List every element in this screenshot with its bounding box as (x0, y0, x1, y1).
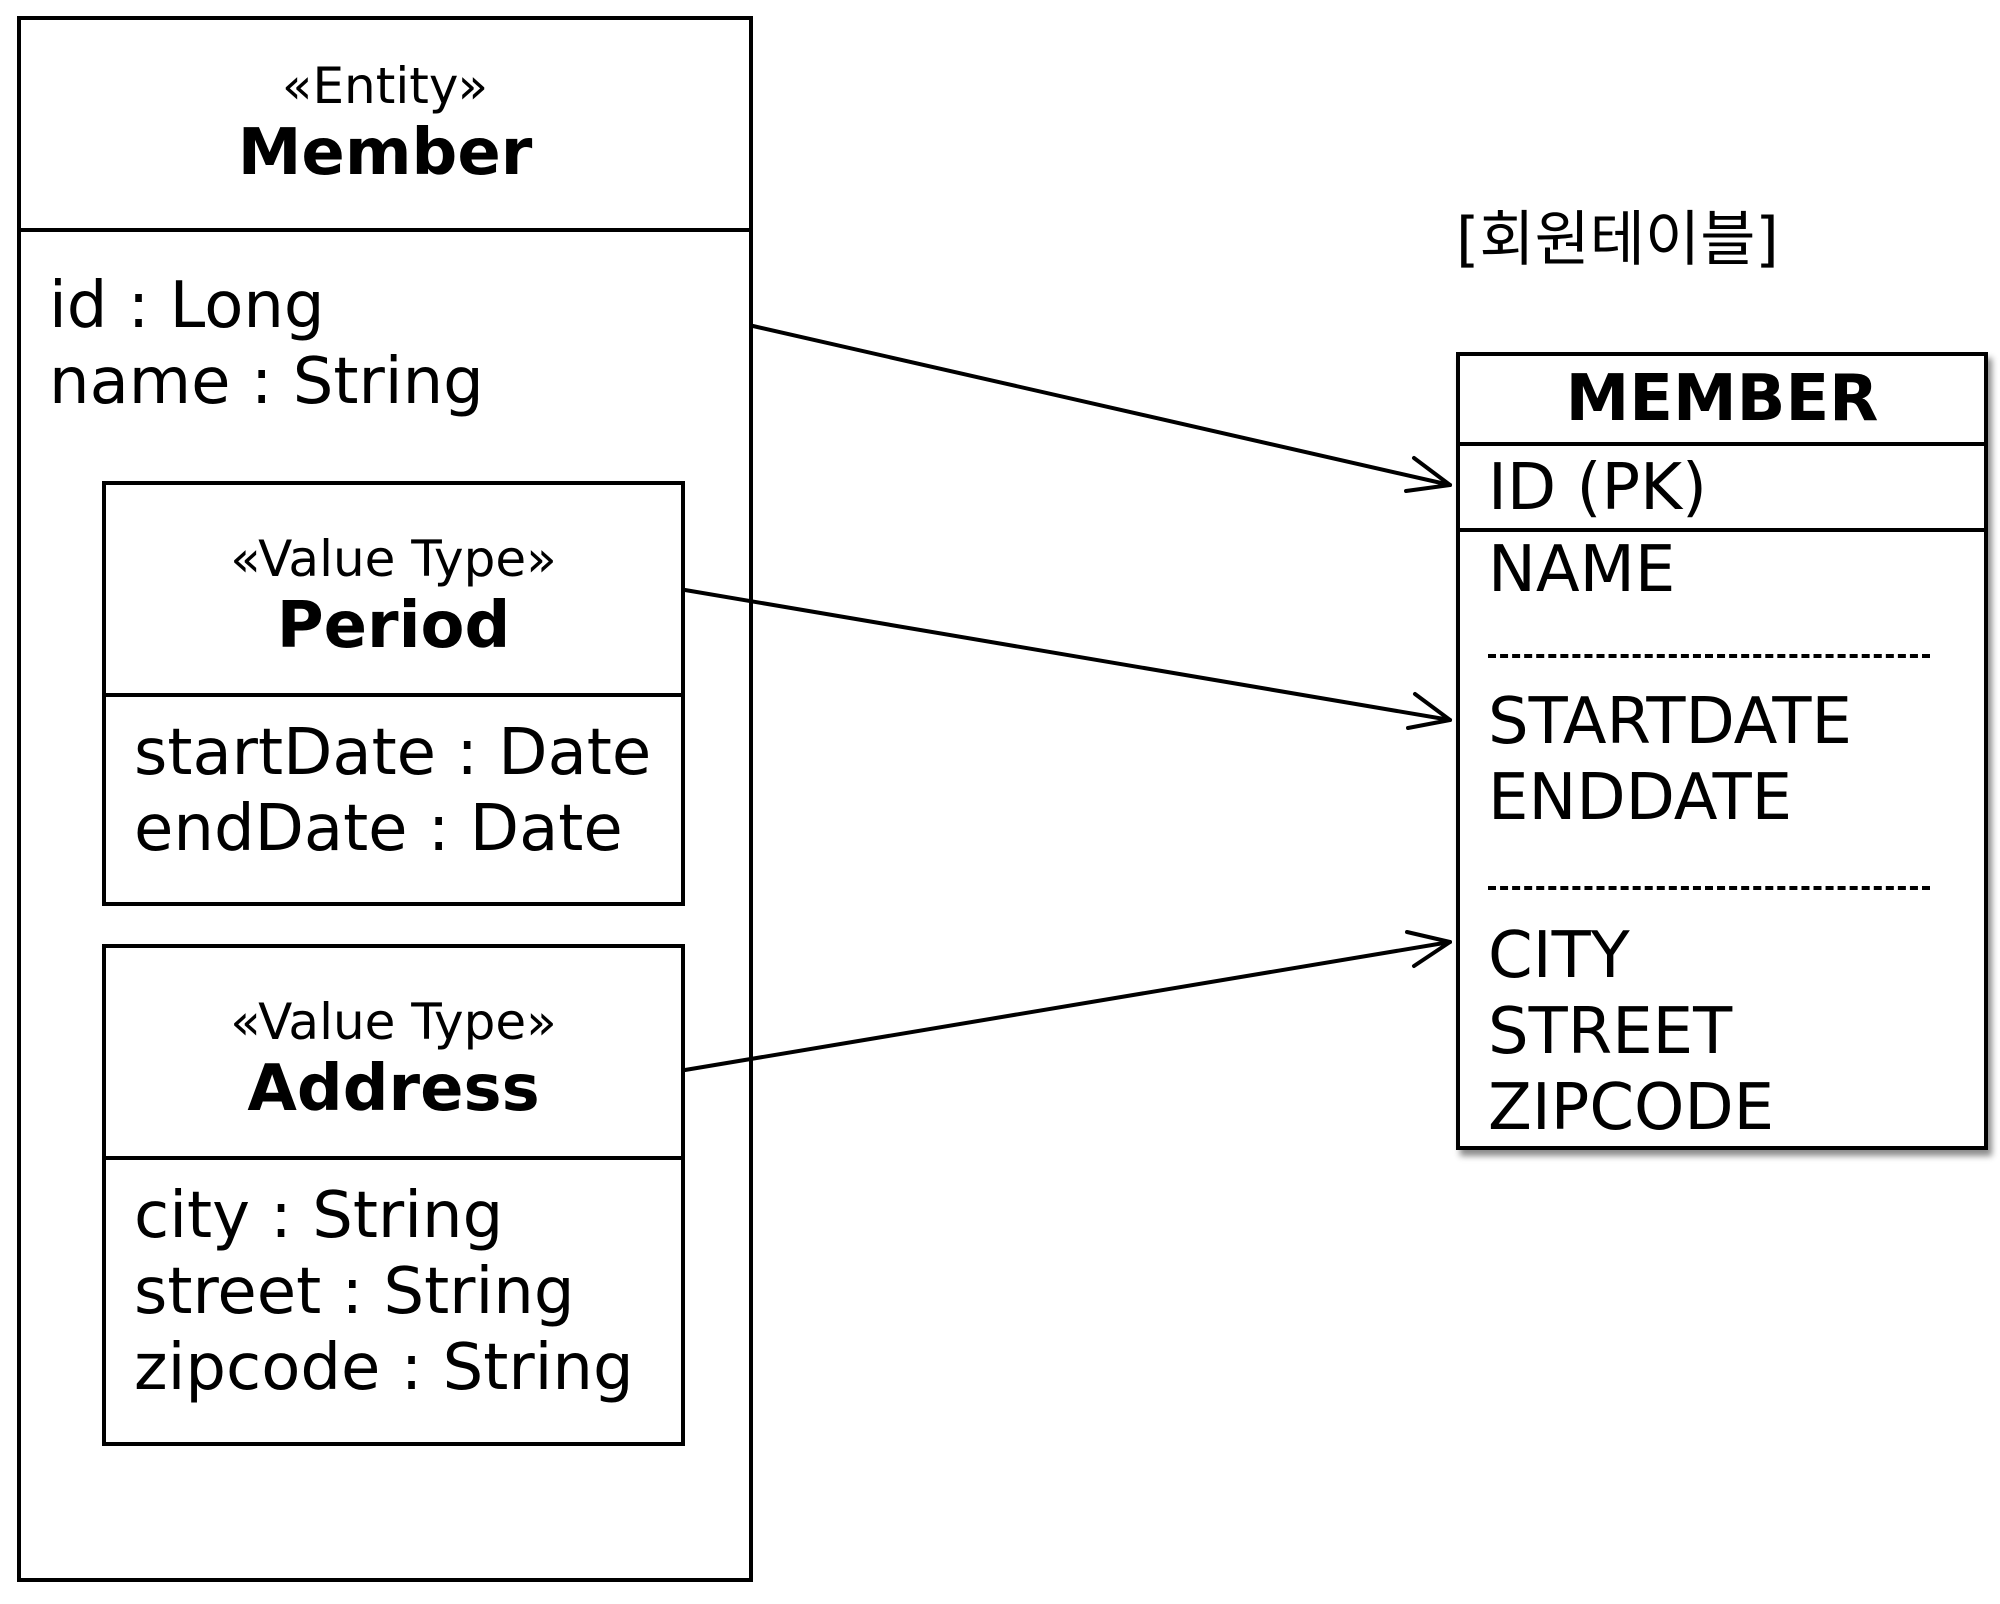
entity-attribute-id: id : Long (49, 269, 325, 343)
table-column-city: CITY (1488, 919, 1630, 993)
address-attributes: city : String street : String zipcode : … (106, 1178, 681, 1406)
value-type-period-box: «Value Type» Period startDate : Date end… (102, 481, 685, 906)
table-name: MEMBER (1460, 356, 1984, 446)
address-attribute-city: city : String (134, 1179, 504, 1253)
table-column-startdate: STARTDATE (1488, 685, 1852, 759)
address-attribute-zipcode: zipcode : String (134, 1331, 634, 1405)
entity-header: «Entity» Member (21, 20, 749, 232)
table-caption: [회원테이블] (1456, 205, 1779, 275)
table-member-box: MEMBER ID (PK) NAME STARTDATE ENDDATE CI… (1456, 352, 1988, 1150)
arrow-member-to-table (751, 324, 1452, 493)
period-attribute-end-date: endDate : Date (134, 792, 623, 866)
address-header: «Value Type» Address (106, 948, 681, 1160)
period-name: Period (276, 589, 511, 663)
table-column-zipcode: ZIPCODE (1488, 1071, 1775, 1145)
address-attribute-street: street : String (134, 1255, 575, 1329)
period-header: «Value Type» Period (106, 485, 681, 697)
period-attributes: startDate : Date endDate : Date (106, 715, 681, 867)
entity-name: Member (237, 116, 533, 190)
period-stereotype: «Value Type» (230, 530, 557, 588)
table-group-separator (1488, 886, 1930, 890)
table-column-enddate: ENDDATE (1488, 761, 1793, 835)
arrow-period-to-table (683, 588, 1452, 730)
address-name: Address (247, 1052, 540, 1126)
table-column-name: NAME (1488, 533, 1676, 607)
entity-attribute-name: name : String (49, 345, 484, 419)
value-type-address-box: «Value Type» Address city : String stree… (102, 944, 685, 1446)
table-group-separator (1488, 654, 1930, 658)
table-pk-column: ID (PK) (1460, 446, 1984, 532)
entity-stereotype: «Entity» (281, 57, 489, 115)
address-stereotype: «Value Type» (230, 993, 557, 1051)
period-attribute-start-date: startDate : Date (134, 716, 652, 790)
entity-attributes: id : Long name : String (21, 268, 749, 420)
arrow-address-to-table (683, 930, 1452, 1072)
table-column-street: STREET (1488, 995, 1733, 1069)
